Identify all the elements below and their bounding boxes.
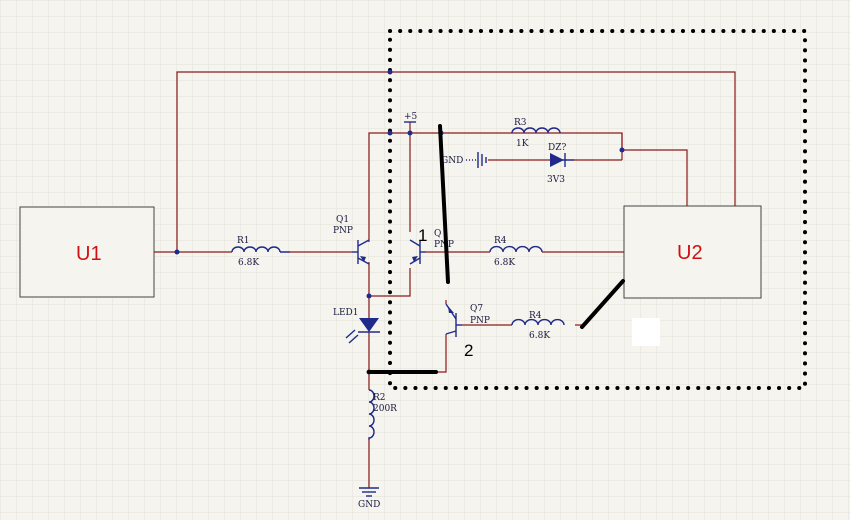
r4-lower-ref: R4 — [529, 311, 542, 321]
transistor-q-mirror[interactable]: Q PNP — [409, 229, 454, 265]
wires — [154, 71, 736, 488]
r4-upper-value: 6.8K — [494, 258, 515, 268]
power-vcc: +5 — [404, 112, 418, 123]
r2-value: 200R — [373, 404, 397, 414]
q1-type: PNP — [333, 226, 353, 236]
zener-dz[interactable]: DZ? 3V3 — [547, 143, 574, 185]
gnd-top-label: GND — [441, 156, 463, 166]
annotation-2: 2 — [464, 341, 473, 360]
block-u1-label: U1 — [76, 243, 102, 265]
resistor-r3[interactable]: R3 1K — [511, 118, 561, 149]
resistor-r1[interactable]: R1 6.8K — [231, 236, 290, 268]
r4-upper-ref: R4 — [494, 236, 507, 246]
transistor-q7[interactable]: Q7 PNP — [445, 303, 490, 337]
q-mirror-type: PNP — [434, 240, 454, 250]
block-u2-label: U2 — [677, 242, 703, 264]
q7-ref: Q7 — [470, 304, 483, 314]
dz-value: 3V3 — [547, 175, 565, 185]
dz-ref: DZ? — [548, 143, 566, 153]
led-ref: LED1 — [333, 308, 359, 318]
thick-annotation-lines — [367, 124, 625, 374]
resistor-r4-lower[interactable]: R4 6.8K — [511, 311, 565, 341]
r2-ref: R2 — [373, 393, 386, 403]
resistor-r2[interactable]: R2 200R — [368, 389, 397, 440]
dotted-selection-box — [388, 29, 807, 390]
q7-type: PNP — [470, 316, 490, 326]
gnd-bottom: GND — [358, 487, 380, 510]
gnd-top: GND — [441, 152, 487, 168]
r1-value: 6.8K — [238, 258, 259, 268]
r3-value: 1K — [516, 139, 529, 149]
annotation-1: 1 — [418, 226, 427, 245]
white-patch — [632, 318, 660, 346]
block-u1[interactable]: U1 — [19, 206, 155, 298]
gnd-bottom-label: GND — [358, 500, 380, 510]
resistor-r4-upper[interactable]: R4 6.8K — [489, 236, 543, 268]
led-1[interactable]: LED1 — [333, 308, 380, 344]
q-mirror-ref: Q — [434, 229, 441, 239]
r1-ref: R1 — [237, 236, 250, 246]
vcc-label: +5 — [404, 112, 418, 122]
transistor-q1[interactable]: Q1 PNP — [333, 215, 370, 265]
q1-ref: Q1 — [336, 215, 349, 225]
r3-ref: R3 — [514, 118, 527, 128]
r4-lower-value: 6.8K — [529, 331, 550, 341]
block-u2[interactable]: U2 — [623, 205, 762, 299]
